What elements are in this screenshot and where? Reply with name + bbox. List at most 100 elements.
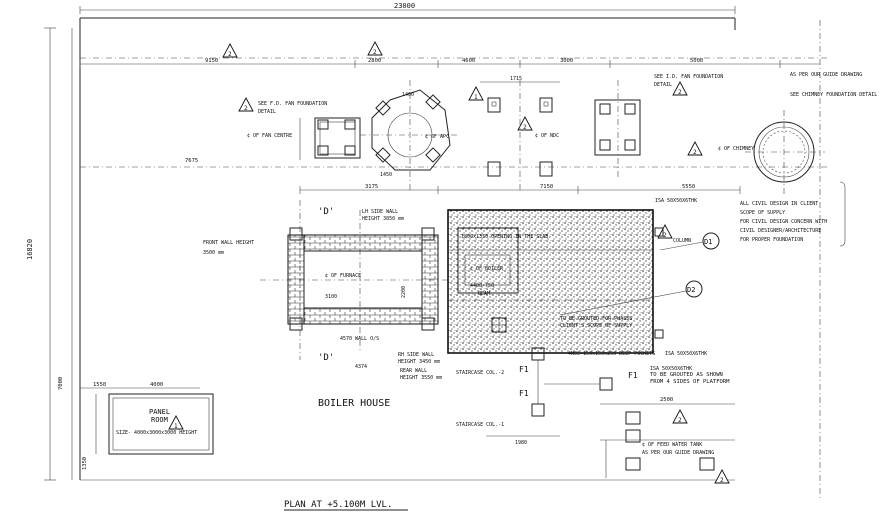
panel-room: [80, 387, 214, 455]
boiler-house-label: BOILER HOUSE: [318, 398, 390, 409]
opening-label: 1800x1350 OPENING IN THE SLAB: [461, 234, 548, 240]
chimney-center-label: ¢ OF CHIMNEY: [718, 146, 754, 152]
revision-triangle: 2: [714, 469, 730, 484]
panel-room-size: SIZE- 4000x3000x3000 HEIGHT: [116, 430, 197, 436]
furnace-center-label: ¢ OF FURNACE: [325, 273, 361, 279]
revision-triangle: 2: [657, 224, 673, 239]
dim-5000: 5000: [690, 58, 703, 64]
revision-triangle: 2: [367, 41, 383, 56]
fd-fan-detail: DETAIL: [258, 109, 276, 115]
dim-5550: 5550: [682, 184, 695, 190]
dim-1350: 1350: [82, 457, 88, 470]
section-d-top: 'D': [318, 207, 334, 217]
rh-side-height: HEIGHT 3450 mm: [398, 359, 440, 365]
guide-drawing-note: AS PER OUR GUIDE DRAWING: [790, 72, 862, 78]
revision-triangle: 2: [222, 43, 238, 58]
revision-triangle: 2: [672, 409, 688, 424]
dim-7675: 7675: [185, 158, 198, 164]
dim-1550: 1550: [93, 382, 106, 388]
rh-side-wall: RH SIDE WALL: [398, 352, 434, 358]
dim-4400: 4400-750: [470, 283, 494, 289]
revision-triangle: 2: [687, 141, 703, 156]
fan-centre-label: ¢ OF FAN CENTRE: [247, 133, 292, 139]
svg-text:2: 2: [678, 417, 682, 424]
apc-foundation: [360, 80, 460, 190]
overall-height-dim: 16820: [26, 239, 34, 260]
dim-3175: 3175: [365, 184, 378, 190]
dim-4374: 4374: [355, 364, 367, 370]
front-wall-height: 3500 mm: [203, 250, 224, 256]
ndc-center-label: ¢ OF NDC: [535, 133, 559, 139]
beam-label: BEAM: [478, 291, 490, 297]
revision-triangle: 2: [672, 81, 688, 96]
svg-text:1: 1: [474, 94, 478, 101]
staircase-columns: [486, 347, 613, 437]
civil-note-5: FOR PROPER FOUNDATION: [740, 237, 803, 243]
dim-4000: 4000: [150, 382, 163, 388]
panel-room-title: PANEL: [149, 408, 170, 416]
clients-scope-label: CLIENT'S SCOPE OF SUPPLY: [560, 323, 632, 329]
id-fan-foundation: [594, 80, 641, 180]
dim-3100: 3100: [325, 294, 337, 300]
chimney-foundation: [745, 110, 825, 195]
feed-water-tank: [600, 403, 735, 478]
revision-triangle: 1: [468, 86, 484, 101]
revision-triangle: 2: [238, 97, 254, 112]
svg-text:2: 2: [228, 51, 232, 58]
svg-text:2: 2: [720, 477, 724, 484]
dim-2800: 2800: [368, 58, 381, 64]
dim-7000: 7000: [58, 377, 64, 390]
feed-tank-guide: AS PER OUR GUIDE DRAWING: [642, 450, 714, 456]
civil-note-bracket: [839, 181, 846, 247]
civil-note-4: CIVIL DESIGNER/ARCHITECTURE: [740, 228, 821, 234]
grouted-shown: TO BE GROUTED AS SHOWN: [650, 372, 723, 378]
svg-text:D2: D2: [687, 286, 695, 294]
id-fan-detail: DETAIL: [654, 82, 672, 88]
callout-d2: D2: [559, 280, 703, 316]
dim-9150: 9150: [205, 58, 218, 64]
svg-text:2: 2: [678, 89, 682, 96]
dim-1980: 1980: [515, 440, 527, 446]
civil-note-2: SCOPE OF SUPPLY: [740, 210, 785, 216]
feed-tank-center: ¢ OF FEED WATER TANK: [642, 442, 702, 448]
overall-width-dim: 23000: [394, 2, 415, 10]
svg-text:2: 2: [693, 149, 697, 156]
fd-fan-foundation: [299, 117, 361, 160]
top-dimension-chain: [79, 60, 820, 68]
platform-slab: [447, 209, 664, 354]
four-sides-label: FROM 4 SIDES OF PLATFORM: [650, 379, 730, 385]
boiler-center-label: ¢ OF BOILER: [470, 266, 504, 272]
isa-label-top: ISA 50X50X6THK: [655, 198, 697, 204]
f1-label-c: F1: [519, 389, 529, 398]
dim-3000: 3000: [560, 58, 573, 64]
dim-2500: 2500: [660, 397, 673, 403]
pockets-label: 4NOS-150x150x250 DEEP POCKETS: [568, 351, 655, 357]
staircase-col-1: STAIRCASE COL.-1: [456, 422, 504, 428]
f1-label-a: F1: [519, 365, 529, 374]
plan-title: PLAN AT +5.100M LVL.: [284, 500, 408, 511]
svg-text:2: 2: [663, 232, 667, 239]
rear-wall-height: HEIGHT 3550 mm: [400, 375, 442, 381]
panel-room-title-2: ROOM: [151, 416, 168, 424]
site-boundary: [44, 6, 830, 500]
lh-side-wall: LH SIDE WALL: [362, 209, 398, 215]
front-wall-label: FRONT WALL HEIGHT: [203, 240, 254, 246]
wall-dim-4570: 4570 WALL O/S: [340, 336, 379, 342]
dim-4600: 4600: [462, 58, 475, 64]
staircase-col-2: STAIRCASE COL.-2: [456, 370, 504, 376]
furnace-brick-walls: [260, 200, 470, 360]
revision-triangle: 1: [168, 415, 184, 430]
svg-text:1: 1: [174, 423, 178, 430]
svg-text:2: 2: [523, 124, 527, 131]
id-fan-note: SEE I.D. FAN FOUNDATION: [654, 74, 723, 80]
grouted-label: TO BE GROUTED FOR PHASES: [560, 316, 632, 322]
svg-text:D1: D1: [704, 238, 712, 246]
lh-side-height: HEIGHT 3850 mm: [362, 216, 404, 222]
isa-label-right: ISA 50X50X6THK: [665, 351, 707, 357]
column-label: COLUMN: [673, 238, 691, 244]
f1-label-b: F1: [628, 371, 638, 380]
dim-2200: 2200: [401, 286, 407, 298]
rear-wall: REAR WALL: [400, 368, 427, 374]
svg-text:2: 2: [373, 49, 377, 56]
